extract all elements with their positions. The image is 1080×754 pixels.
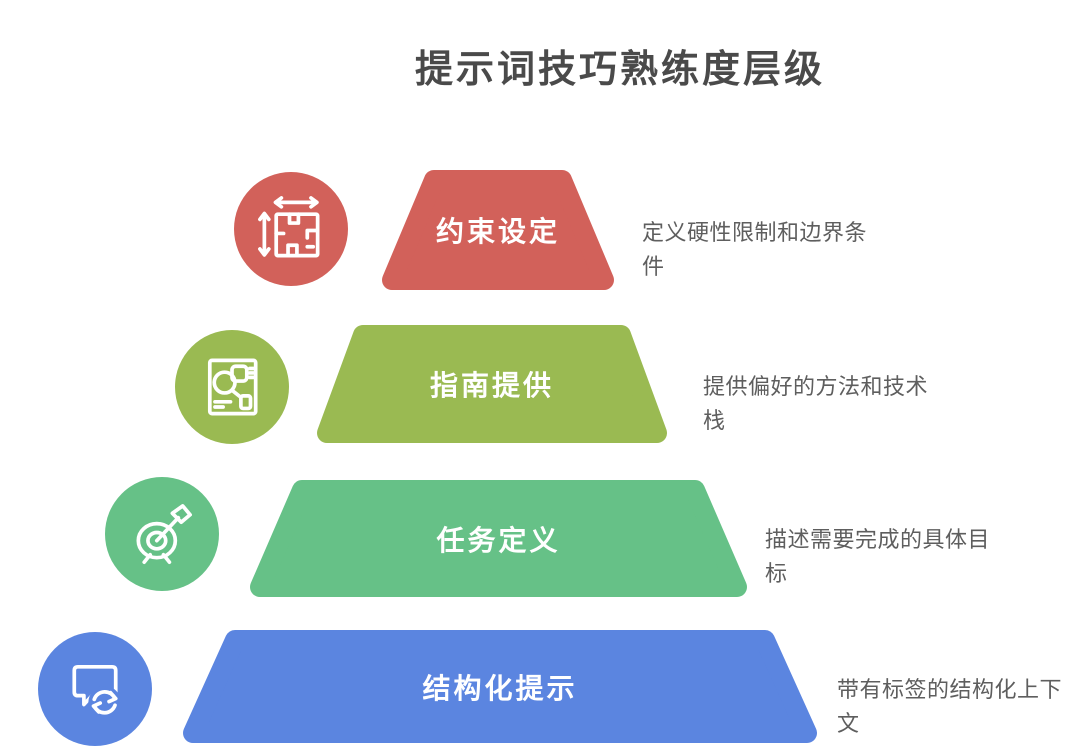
document-diagram-icon (207, 358, 258, 416)
level-1-description: 定义硬性限制和边界条件 (642, 220, 868, 279)
pyramid-level-3: 任务定义 (250, 480, 747, 597)
level-1-icon-badge (234, 172, 348, 286)
trapezoid-shape (382, 170, 614, 290)
trapezoid-shape (317, 325, 667, 443)
level-4-icon-badge (38, 632, 152, 746)
target-dart-icon (136, 504, 192, 564)
pyramid-level-4: 结构化提示 (183, 630, 817, 743)
page-title: 提示词技巧熟练度层级 (414, 49, 825, 91)
level-3-icon-badge (105, 477, 219, 591)
pyramid-level-2: 指南提供 (317, 325, 667, 443)
level-4-label: 结构化提示 (422, 672, 578, 704)
trapezoid-shape (250, 480, 747, 597)
level-2-icon-badge (175, 330, 289, 444)
level-2-description: 提供偏好的方法和技术栈 (703, 374, 929, 433)
level-4-description: 带有标签的结构化上下文 (837, 677, 1063, 736)
pyramid-level-1: 约束设定 (382, 170, 614, 290)
chat-sync-icon (72, 664, 121, 719)
trapezoid-shape (183, 630, 817, 743)
level-1-label: 约束设定 (435, 216, 560, 247)
floorplan-measure-icon (258, 196, 320, 258)
level-3-label: 任务定义 (436, 524, 561, 556)
level-3-description: 描述需要完成的具体目标 (765, 527, 991, 586)
level-2-label: 指南提供 (429, 370, 554, 401)
